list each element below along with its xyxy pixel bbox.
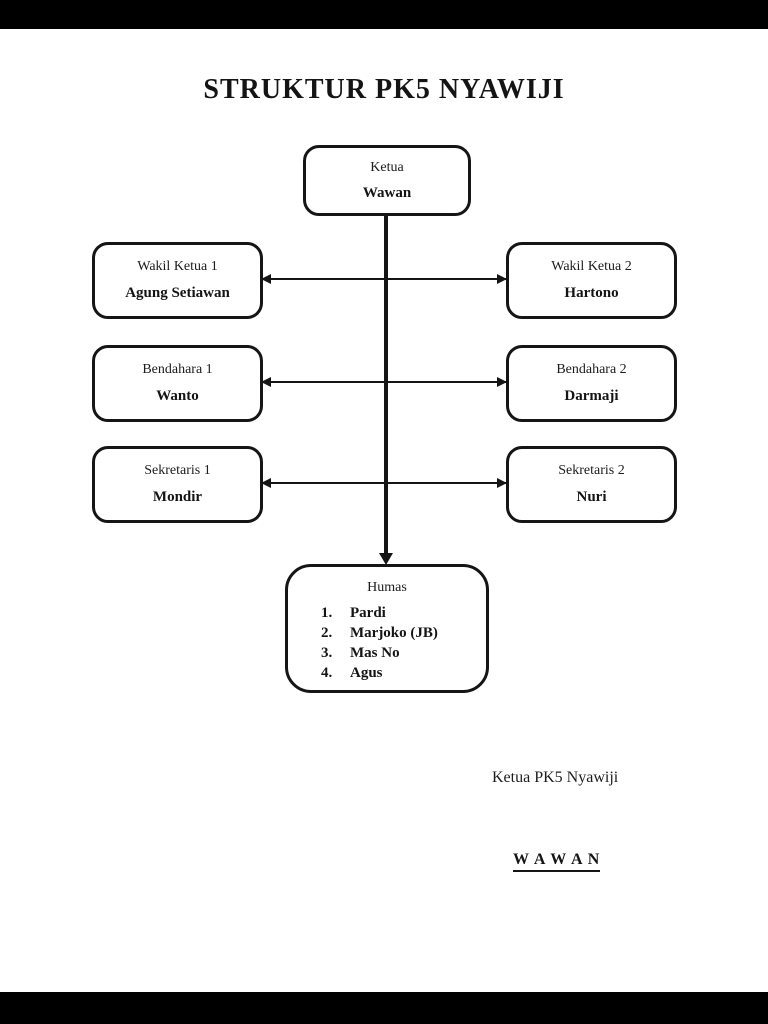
connector-row-1-double-arrow: [261, 274, 507, 284]
org-node-sekretaris-1: Sekretaris 1 Mondir: [92, 446, 263, 523]
humas-member: 4. Agus: [321, 665, 438, 682]
org-node-name: Hartono: [564, 285, 619, 301]
humas-member-name: Agus: [350, 665, 383, 681]
humas-member-number: 1.: [321, 605, 333, 621]
org-node-role: Bendahara 2: [556, 362, 627, 377]
org-node-role: Bendahara 1: [142, 362, 213, 377]
org-node-ketua: Ketua Wawan: [303, 145, 471, 216]
humas-member-number: 3.: [321, 645, 333, 661]
org-node-role: Wakil Ketua 1: [137, 259, 218, 274]
connector-vertical-arrow: [379, 214, 393, 565]
humas-member: 3. Mas No: [321, 645, 438, 662]
org-node-name: Wawan: [362, 185, 412, 201]
org-node-role: Humas: [367, 580, 407, 595]
org-node-role: Sekretaris 2: [558, 463, 625, 478]
org-node-name: Wanto: [156, 388, 199, 404]
connector-row-3-double-arrow: [261, 478, 507, 488]
humas-member-name: Pardi: [350, 605, 386, 621]
org-node-wakil-ketua-1: Wakil Ketua 1 Agung Setiawan: [92, 242, 263, 319]
letterbox-bottom-bar: [0, 992, 768, 1024]
humas-member-number: 4.: [321, 665, 333, 681]
connector-row-2-double-arrow: [261, 377, 507, 387]
org-node-wakil-ketua-2: Wakil Ketua 2 Hartono: [506, 242, 677, 319]
org-node-name: Darmaji: [564, 388, 619, 404]
org-node-sekretaris-2: Sekretaris 2 Nuri: [506, 446, 677, 523]
letterbox-top-bar: [0, 0, 768, 29]
org-node-bendahara-2: Bendahara 2 Darmaji: [506, 345, 677, 422]
org-node-name: Agung Setiawan: [125, 285, 230, 301]
humas-member-name: Marjoko (JB): [350, 625, 438, 641]
signature-role-line: Ketua PK5 Nyawiji: [492, 769, 619, 786]
humas-member-name: Mas No: [350, 645, 400, 661]
org-node-humas: Humas 1. Pardi 2. Marjoko (JB) 3. Mas No…: [285, 564, 489, 693]
humas-member: 1. Pardi: [321, 605, 438, 622]
humas-member-number: 2.: [321, 625, 333, 641]
signature-name-underlined: W A W A N: [513, 851, 601, 872]
org-node-role: Wakil Ketua 2: [551, 259, 632, 274]
page-title: STRUKTUR PK5 NYAWIJI: [203, 74, 565, 105]
org-node-bendahara-1: Bendahara 1 Wanto: [92, 345, 263, 422]
org-node-role: Sekretaris 1: [144, 463, 211, 478]
humas-member-list: 1. Pardi 2. Marjoko (JB) 3. Mas No 4. Ag…: [288, 605, 438, 682]
humas-member: 2. Marjoko (JB): [321, 625, 438, 642]
org-node-name: Nuri: [576, 489, 607, 505]
org-node-name: Mondir: [152, 489, 203, 505]
org-node-role: Ketua: [370, 160, 404, 175]
